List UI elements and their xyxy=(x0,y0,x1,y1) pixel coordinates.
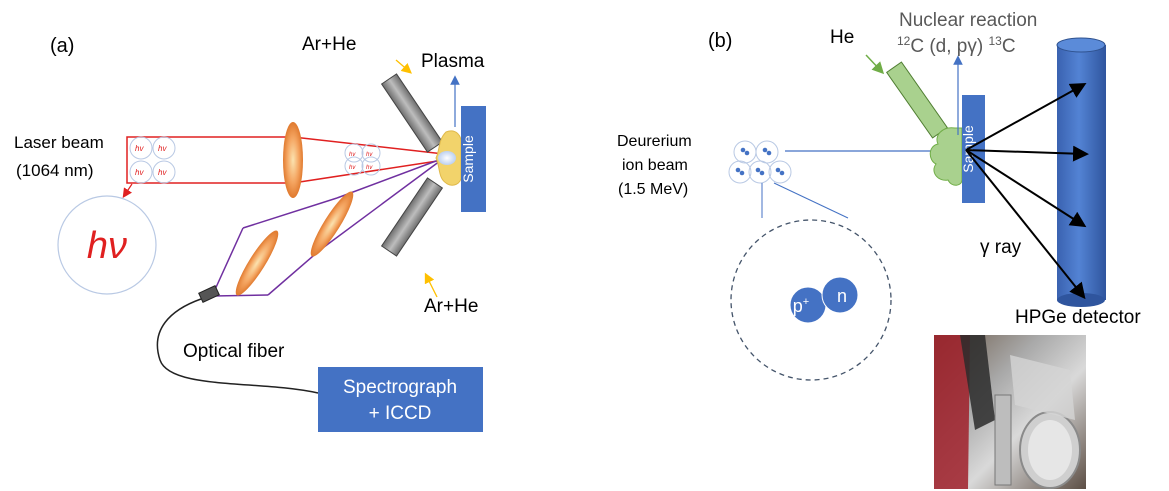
neutron xyxy=(821,276,859,314)
svg-text:hv: hv xyxy=(349,152,356,158)
reaction-title: Nuclear reaction xyxy=(899,10,1037,31)
panel-b-label: (b) xyxy=(708,30,732,52)
plasma-label: Plasma xyxy=(421,51,485,72)
optical-fiber xyxy=(156,298,319,394)
reaction-cloud xyxy=(929,127,963,186)
laser-pointer-arrow xyxy=(122,183,133,198)
beam-label-line2: ion beam xyxy=(622,157,688,174)
laser-wavelength-label: (1064 nm) xyxy=(16,161,93,180)
focusing-lens xyxy=(283,122,303,198)
collection-lens-1 xyxy=(310,191,354,257)
he-label: He xyxy=(830,27,854,48)
hpge-detector-bottom xyxy=(1057,293,1105,307)
svg-text:hv: hv xyxy=(158,168,167,177)
collection-rays xyxy=(212,157,445,297)
panel-b: (b) Deurerium ion beam (1.5 MeV) xyxy=(617,10,1141,489)
laser-beam-box xyxy=(126,136,294,184)
sample-a xyxy=(461,106,486,212)
svg-text:hv: hv xyxy=(366,165,373,171)
deuteron-zoom-circle xyxy=(730,219,892,381)
he-arrow xyxy=(865,54,885,75)
plasma-glow xyxy=(438,151,456,165)
laser-cone-top xyxy=(292,136,445,155)
reaction-equation: 12C (d, pγ) 13C xyxy=(897,34,1016,57)
gas-top-label: Ar+He xyxy=(302,34,356,55)
photon-symbol: hν xyxy=(87,225,127,267)
proton-label: p+ xyxy=(793,296,809,316)
svg-text:hv: hv xyxy=(349,165,356,171)
svg-text:hv: hv xyxy=(158,144,167,153)
gas-pipe-top xyxy=(380,73,444,153)
gas-pipe-bottom xyxy=(380,177,444,257)
spectrograph-box xyxy=(318,367,483,432)
panel-a: (a) hv hv hv hv hv hv hv hv xyxy=(14,34,486,432)
hpge-detector-label: HPGe detector xyxy=(1015,307,1141,328)
hpge-detector-top xyxy=(1056,37,1106,53)
focused-photon-circles xyxy=(344,143,381,176)
optical-fiber-label: Optical fiber xyxy=(183,341,285,362)
beam-photon-circles xyxy=(129,136,176,184)
iccd-label: + ICCD xyxy=(369,403,432,424)
collection-lens-2 xyxy=(235,230,279,296)
svg-text:hv: hv xyxy=(135,168,144,177)
hpge-detector-body xyxy=(1057,45,1106,300)
zoom-line-right xyxy=(773,182,849,219)
laser-cone-bottom xyxy=(292,159,445,184)
gamma-rays xyxy=(965,83,1089,300)
svg-text:hv: hv xyxy=(366,152,373,158)
deuteron-cluster xyxy=(728,140,792,184)
sample-a-label: Sample xyxy=(460,135,476,183)
neutron-label: n xyxy=(837,286,847,306)
gas-bottom-label: Ar+He xyxy=(424,296,478,317)
focused-photon-labels: hv hv hv hv xyxy=(349,152,373,171)
beam-label-line1: Deurerium xyxy=(617,133,692,150)
beam-photon-labels: hv hv hv hv xyxy=(135,144,167,177)
gamma-ray-label: γ ray xyxy=(980,237,1022,258)
panel-a-label: (a) xyxy=(50,35,74,57)
he-gas-pipe xyxy=(885,61,949,139)
beam-label-line3: (1.5 MeV) xyxy=(618,181,688,198)
photon-circle xyxy=(57,195,157,295)
gas-arrow-top xyxy=(395,59,412,74)
gas-arrow-bottom xyxy=(424,272,438,298)
svg-text:hv: hv xyxy=(135,144,144,153)
sample-b xyxy=(962,95,985,203)
setup-photo xyxy=(934,335,1086,489)
fiber-connector xyxy=(198,285,220,303)
spectrograph-label: Spectrograph xyxy=(343,377,457,398)
laser-beam-label: Laser beam xyxy=(14,133,104,152)
